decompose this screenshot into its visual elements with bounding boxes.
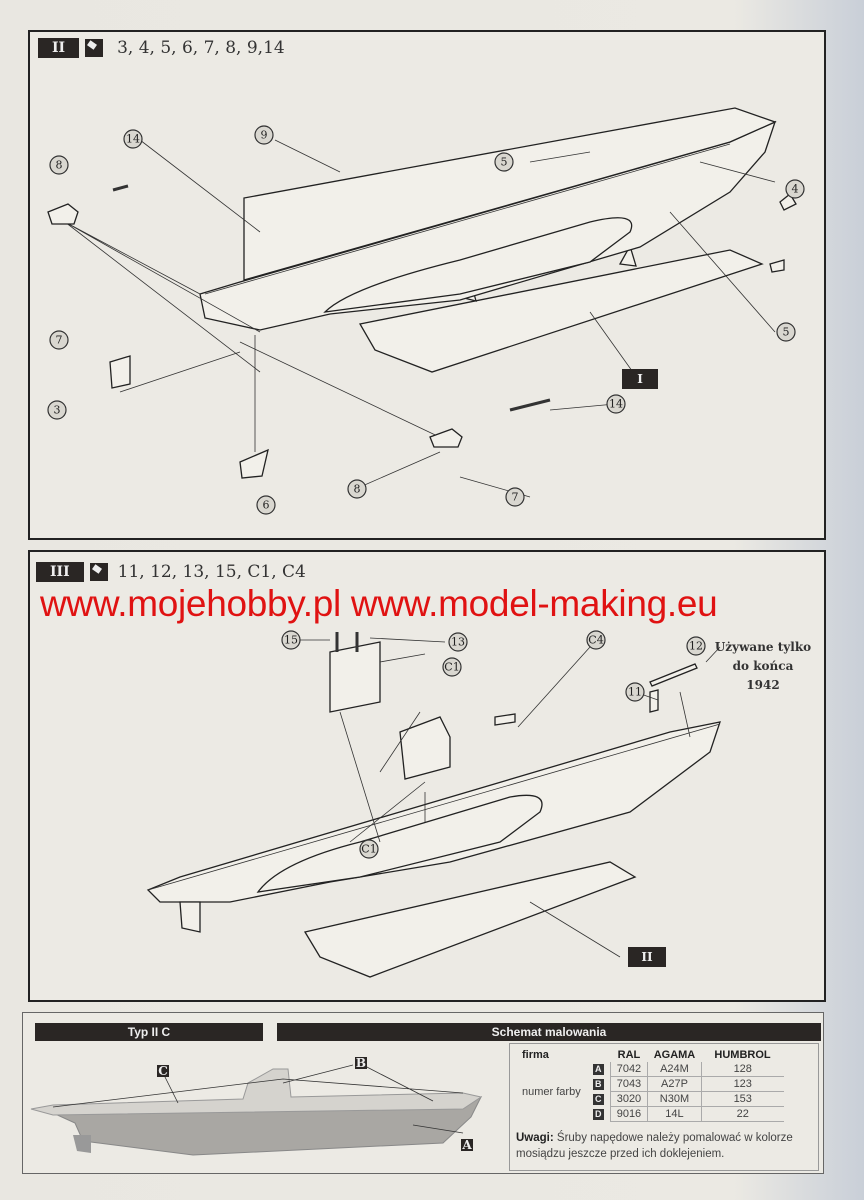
step-3-panel: III 11, 12, 13, 15, C1, C4 15 13 C4 12 C…	[28, 550, 826, 1002]
callout: 4	[792, 183, 799, 196]
row-label: numer farby	[522, 1085, 581, 1098]
profile-label: B	[356, 1056, 366, 1070]
paint-table-box: firma RAL AGAMA HUMBROL numer farby A 70…	[509, 1043, 819, 1171]
note-line: Używane tylko	[714, 640, 812, 654]
rudder-part-8b	[429, 428, 463, 448]
glue-icon	[85, 39, 104, 57]
painting-scheme-panel: Typ II C Schemat malowania C B A firma R…	[22, 1012, 824, 1174]
tower-part-c1	[329, 641, 381, 713]
callout: 3	[54, 404, 61, 417]
step-3-diagram: 15 13 C4 12 C1 11 C1 II	[146, 630, 721, 978]
step-3-header: III 11, 12, 13, 15, C1, C4	[36, 562, 306, 582]
humbrol-cell: 123	[700, 1076, 784, 1092]
profile-label: A	[461, 1138, 472, 1152]
humbrol-cell: 153	[700, 1091, 784, 1107]
color-letter: C	[592, 1094, 604, 1105]
notes: Uwagi: Śruby napędowe należy pomalować w…	[516, 1130, 818, 1162]
table-row: C 3020 N30M 153	[516, 1091, 784, 1107]
profile-label: C	[158, 1064, 168, 1078]
ral-cell: 3020	[609, 1091, 648, 1107]
watermark: www.mojehobby.pl www.model-making.eu	[40, 583, 718, 624]
table-row: numer farby A 7042 A24M 128	[516, 1062, 784, 1098]
notes-text: Śruby napędowe należy pomalować w kolorz…	[516, 1132, 793, 1160]
humbrol-cell: 128	[700, 1062, 784, 1077]
gun-c4	[494, 713, 516, 726]
paint-table: firma RAL AGAMA HUMBROL numer farby A 70…	[516, 1048, 784, 1122]
callout: 8	[56, 159, 63, 172]
callout: 7	[56, 334, 63, 347]
step-parts: 11, 12, 13, 15, C1, C4	[117, 562, 306, 582]
callout: C4	[588, 634, 603, 647]
profile-title: Typ II C	[35, 1023, 263, 1041]
note-line: do końca	[732, 659, 794, 673]
callout: C1	[361, 843, 376, 856]
part-3	[109, 355, 131, 389]
notes-label: Uwagi:	[516, 1132, 554, 1144]
step-2-panel: II 3, 4, 5, 6, 7, 8, 9,14 9 14 8 7 5 4	[28, 30, 826, 540]
agama-cell: 14L	[647, 1106, 702, 1122]
callout: 9	[261, 129, 268, 142]
table-row: B 7043 A27P 123	[516, 1076, 784, 1092]
col-header: HUMBROL	[714, 1049, 771, 1061]
tower-part-c1b	[399, 716, 451, 780]
callout: 12	[689, 640, 703, 653]
hull-upper	[30, 1068, 483, 1116]
callout: 6	[263, 499, 270, 512]
display-stand	[303, 861, 637, 978]
callout: 13	[451, 636, 465, 649]
subassembly-label: II	[641, 950, 653, 964]
scheme-title: Schemat malowania	[277, 1023, 821, 1041]
ral-cell: 7042	[609, 1062, 648, 1077]
callout: 7	[512, 491, 519, 504]
step-number: III	[36, 562, 84, 582]
callout: 5	[783, 326, 790, 339]
part-6	[239, 448, 269, 479]
callout: 15	[284, 634, 298, 647]
ral-cell: 7043	[609, 1076, 648, 1092]
col-header: RAL	[617, 1049, 641, 1061]
step-2-diagram: 9 14 8 7 5 4 5 3 14 6 8 7 I	[47, 107, 805, 515]
step-2-header: II 3, 4, 5, 6, 7, 8, 9,14	[38, 38, 285, 58]
ral-cell: 9016	[609, 1106, 648, 1122]
color-letter: A	[592, 1064, 604, 1076]
callout: 14	[609, 398, 623, 411]
callout: C1	[444, 661, 459, 674]
subassembly-label: I	[637, 372, 643, 386]
table-row: D 9016 14L 22	[516, 1106, 784, 1122]
submarine-hull	[146, 721, 721, 903]
color-letter: B	[592, 1079, 604, 1090]
agama-cell: A27P	[647, 1076, 702, 1092]
rudder-part-8	[47, 203, 79, 225]
glue-icon	[89, 563, 108, 581]
callout: 11	[628, 686, 642, 699]
col-header: AGAMA	[653, 1049, 696, 1061]
deck-part-9	[243, 107, 777, 281]
callout: 5	[501, 156, 508, 169]
color-letter: D	[592, 1109, 604, 1120]
display-stand	[358, 249, 764, 373]
agama-cell: A24M	[647, 1062, 702, 1077]
callout: 14	[126, 133, 140, 146]
step-parts: 3, 4, 5, 6, 7, 8, 9,14	[117, 38, 285, 58]
callout: 8	[354, 483, 361, 496]
usage-note: Używane tylko do końca 1942	[708, 638, 818, 695]
submarine-profile: C B A	[30, 1056, 483, 1156]
note-line: 1942	[746, 678, 780, 692]
step-number: II	[38, 38, 80, 58]
humbrol-cell: 22	[700, 1106, 784, 1122]
agama-cell: N30M	[647, 1091, 702, 1107]
col-header: firma	[522, 1049, 549, 1061]
